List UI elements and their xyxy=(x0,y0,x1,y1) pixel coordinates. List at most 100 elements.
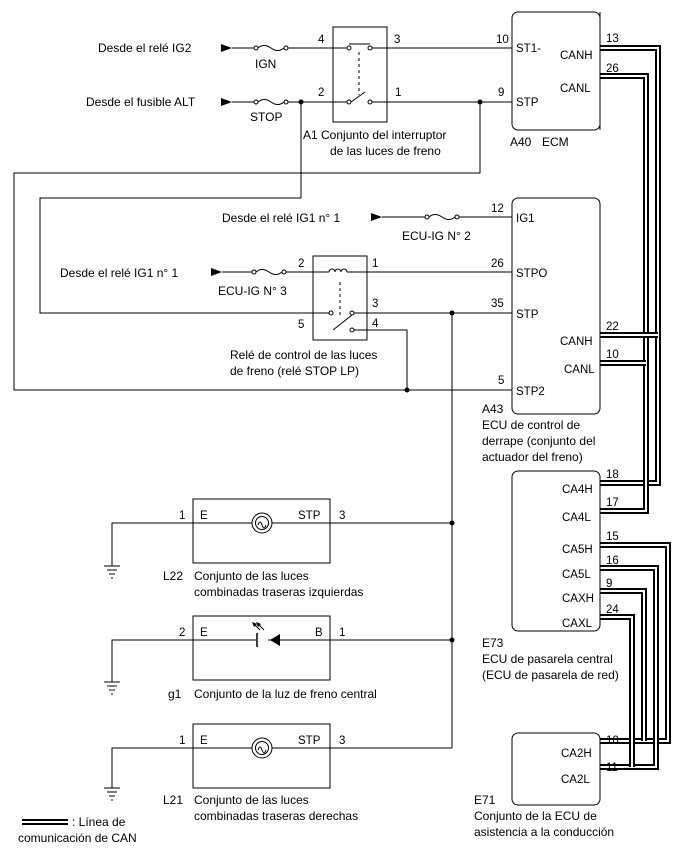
e71-pin-ca2h: CA2H xyxy=(561,748,592,760)
stop-lp-relay xyxy=(312,255,368,341)
e71-pin-ca2l: CA2L xyxy=(561,774,590,786)
fuse-ign-label: IGN xyxy=(255,57,276,71)
g1-pin-1: 1 xyxy=(339,627,345,639)
g1-code: g1 xyxy=(168,687,182,701)
l21-pin-1: 1 xyxy=(179,735,185,747)
a1-pin-3: 3 xyxy=(394,34,400,46)
e73-pin-24: 24 xyxy=(606,604,619,616)
can-lines xyxy=(600,45,671,770)
fuse-ecuig3-label: ECU-IG N° 3 xyxy=(218,284,287,298)
e73-pin-18: 18 xyxy=(606,469,619,481)
e73-pin-caxh: CAXH xyxy=(562,593,594,605)
a43-pin-26: 26 xyxy=(491,258,504,270)
l21-code: L21 xyxy=(163,793,183,807)
legend-text: : Línea de xyxy=(72,815,126,829)
a43-pin-ig1: IG1 xyxy=(516,213,535,225)
a40-pin-stp: STP xyxy=(516,97,539,109)
a1-pin-2: 2 xyxy=(318,87,324,99)
a43-pin-stp2: STP2 xyxy=(516,386,545,398)
e73-title: ECU de pasarela central xyxy=(482,652,613,666)
e73-pin-ca5l: CA5L xyxy=(562,569,591,581)
fuse-stop-label: STOP xyxy=(250,110,282,124)
e71-title: asistencia a la conducción xyxy=(474,825,614,839)
a1-pin-1: 1 xyxy=(395,87,401,99)
relay-pin-2: 2 xyxy=(298,258,304,270)
a1-title: A1 Conjunto del interruptor xyxy=(303,128,446,142)
e73-pin-ca4l: CA4L xyxy=(562,512,591,524)
a40-pin-9: 9 xyxy=(498,87,504,99)
ground-icon xyxy=(104,565,120,579)
l22-pin-1: 1 xyxy=(179,510,185,522)
fuse-ecuig3-icon xyxy=(251,269,287,275)
g1-title: Conjunto de la luz de freno central xyxy=(194,687,377,701)
a40-pin-canh: CANH xyxy=(560,50,593,62)
ground-icon xyxy=(104,787,120,801)
relay-title: de freno (relé STOP LP) xyxy=(230,364,359,378)
relay-pin-5: 5 xyxy=(298,319,304,331)
e71-code: E71 xyxy=(474,793,496,807)
fuses xyxy=(251,45,460,275)
relay-title: Relé de control de las luces xyxy=(230,348,377,362)
e73-pin-9: 9 xyxy=(606,578,612,590)
arrow-icon xyxy=(221,44,232,52)
g1-pin-b: B xyxy=(315,627,323,639)
e73-pin-17: 17 xyxy=(606,497,619,509)
a43-pin-canh: CANH xyxy=(560,336,593,348)
e71-pin-10: 10 xyxy=(606,735,619,747)
l22-code: L22 xyxy=(163,569,183,583)
a43-title: derrape (conjunto del xyxy=(482,434,595,448)
a43-pin-10: 10 xyxy=(606,349,619,361)
a43-pin-5: 5 xyxy=(498,375,504,387)
a43-pin-22: 22 xyxy=(606,321,619,333)
l22-pin-e: E xyxy=(200,510,208,522)
a40-pin-st1: ST1- xyxy=(516,43,541,55)
source-arrows xyxy=(211,44,382,276)
l22-left-rear-lamp xyxy=(192,498,331,564)
relay-pin-4: 4 xyxy=(372,318,379,330)
a40-pin-26: 26 xyxy=(606,63,619,75)
l22-title: Conjunto de las luces xyxy=(194,569,309,583)
e73-pin-16: 16 xyxy=(606,555,619,567)
a43-title: ECU de control de xyxy=(482,418,580,432)
ground-icon xyxy=(104,681,120,695)
source-ig1-label: Desde el relé IG1 n° 1 xyxy=(60,266,179,280)
a43-code: A43 xyxy=(482,402,504,416)
e73-pin-ca5h: CA5H xyxy=(562,544,593,556)
a43-skid-control-ecu-box xyxy=(511,197,601,415)
a40-pin-canl: CANL xyxy=(560,83,591,95)
fuse-ign-icon xyxy=(253,45,289,51)
a1-pin-4: 4 xyxy=(318,34,325,46)
arrow-icon xyxy=(371,213,382,221)
g1-center-stop-lamp xyxy=(192,615,331,681)
e71-title: Conjunto de la ECU de xyxy=(474,809,597,823)
source-alt-label: Desde el fusible ALT xyxy=(86,95,196,109)
e73-title: (ECU de pasarela de red) xyxy=(482,668,619,682)
relay-pin-1: 1 xyxy=(372,258,378,270)
legend-text: comunicación de CAN xyxy=(18,831,137,845)
a1-stop-light-switch xyxy=(332,26,388,123)
e73-code: E73 xyxy=(482,636,504,650)
e73-pin-ca4h: CA4H xyxy=(562,484,593,496)
l21-pin-stp: STP xyxy=(298,735,321,747)
ground-symbols xyxy=(104,565,120,801)
wires xyxy=(13,47,512,788)
a40-pin-10: 10 xyxy=(496,34,509,46)
e73-central-gateway-box xyxy=(511,470,601,632)
e73-pin-15: 15 xyxy=(606,531,619,543)
arrow-icon xyxy=(221,98,232,106)
source-ig1-label: Desde el relé IG1 n° 1 xyxy=(222,211,341,225)
source-ig2-label: Desde el relé IG2 xyxy=(98,41,192,55)
fuse-stop-icon xyxy=(253,99,289,105)
l22-pin-3: 3 xyxy=(339,510,345,522)
a1-title: de las luces de freno xyxy=(330,144,441,158)
can-line-ecm-ca4h xyxy=(600,45,661,486)
a43-pin-stp: STP xyxy=(516,309,539,321)
l21-title: Conjunto de las luces xyxy=(194,793,309,807)
text-labels: Desde el relé IG2 Desde el fusible ALT D… xyxy=(18,33,619,845)
fuse-ecuig2-label: ECU-IG N° 2 xyxy=(402,229,471,243)
a43-pin-12: 12 xyxy=(491,203,504,215)
can-line-caxl xyxy=(600,614,635,767)
a43-pin-canl: CANL xyxy=(564,364,595,376)
led-icon xyxy=(252,622,280,647)
fuse-ecuig2-icon xyxy=(424,214,460,220)
